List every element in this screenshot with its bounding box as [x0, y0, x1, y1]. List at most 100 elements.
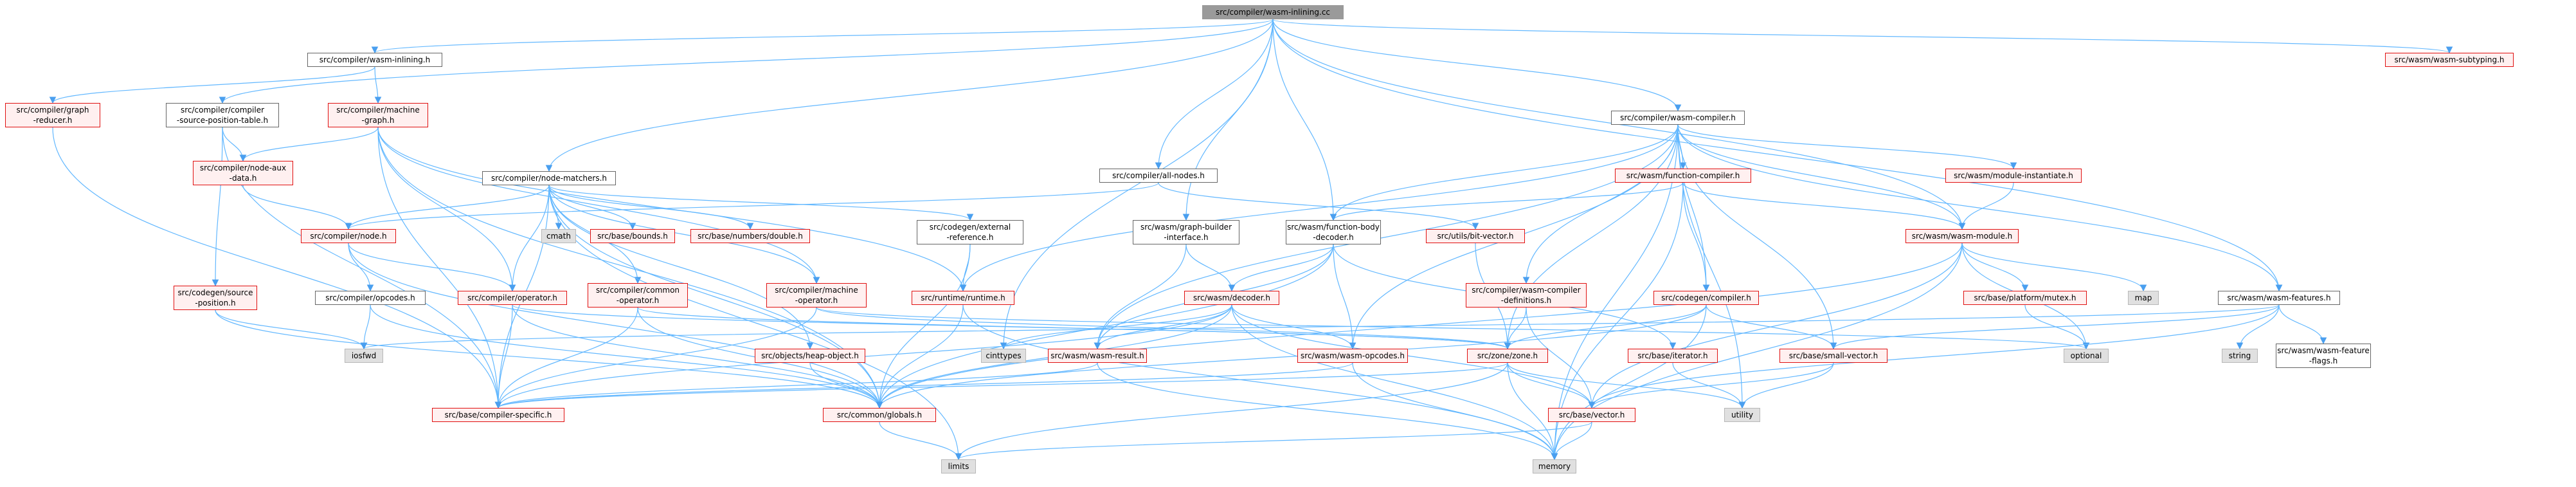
edge-machine-graph-h-to-compiler-operator-h — [377, 127, 516, 292]
edge-root-to-compiler-source-position-table-h — [219, 19, 1274, 104]
node-limits[interactable]: limits — [941, 459, 976, 473]
node-base-iterator-h[interactable]: src/base/iterator.h — [1628, 349, 1718, 363]
node-all-nodes-h[interactable]: src/compiler/all-nodes.h — [1099, 169, 1218, 183]
node-compiler-operator-h[interactable]: src/compiler/operator.h — [458, 291, 567, 305]
node-module-instantiate-h[interactable]: src/wasm/module-instantiate.h — [1945, 169, 2082, 183]
edge-node-matchers-h-to-external-reference-h — [548, 185, 974, 221]
edge-wasm-inlining-h-to-graph-reducer-h — [49, 66, 375, 104]
edge-zone-h-to-memory — [1507, 362, 1558, 461]
edge-machine-graph-h-to-runtime-h — [377, 127, 967, 292]
edge-wasm-compiler-h-to-wasm-module-h — [1677, 124, 1966, 230]
node-codegen-source-position-h[interactable]: src/codegen/source-position.h — [174, 286, 257, 310]
node-iosfwd[interactable]: iosfwd — [345, 349, 383, 363]
node-compiler-node-h[interactable]: src/compiler/node.h — [301, 229, 396, 243]
node-map[interactable]: map — [2128, 291, 2159, 305]
node-wasm-decoder-h[interactable]: src/wasm/decoder.h — [1184, 291, 1279, 305]
edge-wasm-features-h-to-string — [2236, 304, 2280, 350]
node-wasm-opcodes-h[interactable]: src/wasm/wasm-opcodes.h — [1297, 349, 1408, 363]
node-compiler-source-position-table-h[interactable]: src/compiler/compiler-source-position-ta… — [166, 103, 279, 127]
node-wasm-compiler-definitions-h[interactable]: src/compiler/wasm-compiler-definitions.h — [1466, 283, 1587, 308]
node-graph-builder-interface-h[interactable]: src/wasm/graph-builder-interface.h — [1133, 220, 1239, 244]
edge-base-vector-h-to-memory — [1551, 421, 1592, 461]
edge-wasm-compiler-h-to-small-vector-h — [1677, 124, 1837, 350]
node-wasm-module-h[interactable]: src/wasm/wasm-module.h — [1905, 229, 2019, 243]
node-node-aux-data-h[interactable]: src/compiler/node-aux-data.h — [193, 161, 293, 185]
node-wasm-subtyping-h[interactable]: src/wasm/wasm-subtyping.h — [2385, 53, 2514, 67]
node-common-operator-h[interactable]: src/compiler/common-operator.h — [588, 283, 688, 308]
edge-compiler-node-h-to-compiler-operator-h — [348, 243, 516, 292]
node-bit-vector-h[interactable]: src/utils/bit-vector.h — [1426, 229, 1525, 243]
edge-wasm-decoder-h-to-base-vector-h — [1231, 304, 1596, 409]
edge-machine-graph-h-to-machine-operator-h — [377, 127, 820, 284]
node-machine-operator-h[interactable]: src/compiler/machine-operator.h — [766, 283, 867, 308]
node-function-compiler-h[interactable]: src/wasm/function-compiler.h — [1615, 169, 1751, 183]
edge-root-to-wasm-compiler-h — [1272, 19, 1682, 112]
edge-node-matchers-h-to-compiler-node-h — [345, 185, 550, 230]
edge-small-vector-h-to-utility — [1738, 362, 1834, 409]
edge-function-body-decoder-h-to-wasm-opcodes-h — [1333, 244, 1356, 350]
edge-compiler-operator-h-to-compiler-specific-h — [494, 304, 513, 409]
edge-node-matchers-h-to-numbers-double-h — [548, 185, 754, 230]
node-zone-h[interactable]: src/zone/zone.h — [1467, 349, 1548, 363]
node-numbers-double-h[interactable]: src/base/numbers/double.h — [690, 229, 810, 243]
node-wasm-feature-flags-h[interactable]: src/wasm/wasm-feature-flags.h — [2276, 344, 2371, 368]
edge-wasm-compiler-h-to-memory — [1551, 124, 1679, 461]
edge-wasm-features-h-to-base-vector-h — [1588, 304, 2280, 409]
edge-base-vector-h-to-limits — [955, 421, 1592, 461]
edge-wasm-features-h-to-small-vector-h — [1830, 304, 2280, 350]
node-heap-object-h[interactable]: src/objects/heap-object.h — [755, 349, 865, 363]
node-base-bounds-h[interactable]: src/base/bounds.h — [590, 229, 675, 243]
node-function-body-decoder-h[interactable]: src/wasm/function-body-decoder.h — [1286, 220, 1381, 244]
node-wasm-inlining-h[interactable]: src/compiler/wasm-inlining.h — [307, 53, 442, 67]
edge-small-vector-h-to-base-vector-h — [1588, 362, 1834, 409]
node-optional[interactable]: optional — [2064, 349, 2109, 363]
edge-wasm-compiler-h-to-codegen-compiler-h — [1677, 124, 1710, 292]
node-string[interactable]: string — [2222, 349, 2258, 363]
edge-wasm-compiler-h-to-zone-h — [1504, 124, 1679, 350]
edge-wasm-inlining-h-to-machine-graph-h — [374, 66, 382, 104]
node-common-globals-h[interactable]: src/common/globals.h — [823, 408, 936, 422]
edge-root-to-wasm-features-h — [1272, 19, 2283, 292]
edge-wasm-decoder-h-to-memory — [1231, 304, 1558, 461]
edge-all-nodes-h-to-compiler-node-h — [345, 182, 1159, 230]
edge-codegen-compiler-h-to-common-globals-h — [876, 304, 1707, 409]
edge-graph-builder-interface-h-to-wasm-decoder-h — [1185, 244, 1236, 292]
node-small-vector-h[interactable]: src/base/small-vector.h — [1779, 349, 1887, 363]
node-compiler-specific-h[interactable]: src/base/compiler-specific.h — [432, 408, 564, 422]
node-machine-graph-h[interactable]: src/compiler/machine-graph.h — [328, 103, 428, 127]
node-memory[interactable]: memory — [1533, 459, 1576, 473]
edge-wasm-compiler-h-to-module-instantiate-h — [1677, 124, 2017, 170]
edge-codegen-compiler-h-to-small-vector-h — [1706, 304, 1837, 350]
edge-wasm-decoder-h-to-wasm-result-h — [1094, 304, 1232, 350]
node-wasm-features-h[interactable]: src/wasm/wasm-features.h — [2218, 291, 2340, 305]
node-root-wasm-inlining-cc[interactable]: src/compiler/wasm-inlining.cc — [1202, 5, 1344, 19]
edge-compiler-node-h-to-compiler-opcodes-h — [348, 243, 374, 292]
node-utility[interactable]: utility — [1724, 408, 1760, 422]
node-wasm-compiler-h[interactable]: src/compiler/wasm-compiler.h — [1611, 111, 1745, 125]
node-codegen-compiler-h[interactable]: src/codegen/compiler.h — [1653, 291, 1759, 305]
node-graph-reducer-h[interactable]: src/compiler/graph-reducer.h — [5, 103, 100, 127]
edge-node-matchers-h-to-compiler-operator-h — [509, 185, 550, 292]
node-cmath[interactable]: cmath — [541, 229, 576, 243]
node-cinttypes[interactable]: cinttypes — [981, 349, 1026, 363]
edge-wasm-module-h-to-memory — [1551, 243, 1963, 461]
edge-graph-reducer-h-to-compiler-specific-h — [52, 127, 502, 409]
node-wasm-result-h[interactable]: src/wasm/wasm-result.h — [1048, 349, 1147, 363]
edge-compiler-opcodes-h-to-common-globals-h — [370, 304, 883, 409]
edge-compiler-opcodes-h-to-iosfwd — [360, 304, 371, 350]
edge-root-to-wasm-subtyping-h — [1272, 19, 2453, 54]
node-compiler-opcodes-h[interactable]: src/compiler/opcodes.h — [315, 291, 426, 305]
node-runtime-h[interactable]: src/runtime/runtime.h — [912, 291, 1014, 305]
edge-codegen-compiler-h-to-zone-h — [1504, 304, 1707, 350]
edge-base-iterator-h-to-utility — [1672, 362, 1746, 409]
node-platform-mutex-h[interactable]: src/base/platform/mutex.h — [1963, 291, 2087, 305]
edge-machine-operator-h-to-compiler-specific-h — [494, 307, 817, 409]
edge-root-to-function-body-decoder-h — [1272, 19, 1337, 221]
node-node-matchers-h[interactable]: src/compiler/node-matchers.h — [482, 171, 616, 185]
edge-graph-builder-interface-h-to-wasm-result-h — [1094, 244, 1187, 350]
node-base-vector-h[interactable]: src/base/vector.h — [1548, 408, 1635, 422]
edge-wasm-module-h-to-map — [1961, 243, 2147, 292]
node-external-reference-h[interactable]: src/codegen/external-reference.h — [917, 220, 1023, 244]
edge-wasm-features-h-to-iosfwd — [361, 304, 2280, 350]
edge-compiler-source-position-table-h-to-node-aux-data-h — [222, 127, 247, 162]
